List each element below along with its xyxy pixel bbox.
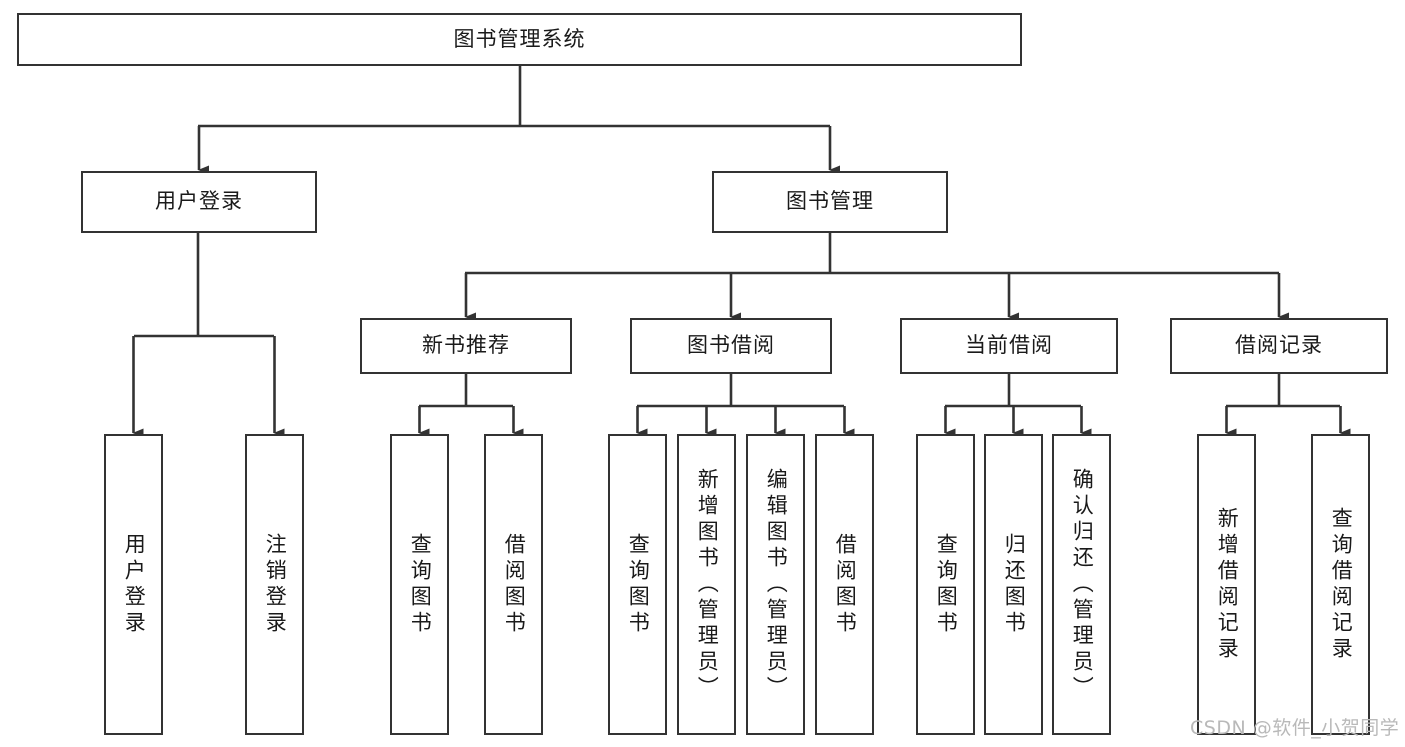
node-root[interactable]: 图书管理系统: [17, 13, 1022, 66]
node-new-book-recommend[interactable]: 新书推荐: [360, 318, 572, 374]
node-leaf-logout[interactable]: 注销登录: [245, 434, 304, 735]
node-label: 归还图书: [1002, 532, 1027, 637]
node-leaf-user-login[interactable]: 用户登录: [104, 434, 163, 735]
node-label: 新书推荐: [422, 333, 510, 358]
node-label: 用户登录: [155, 189, 243, 214]
node-label: 新增借阅记录: [1215, 506, 1240, 663]
node-label: 借阅记录: [1235, 333, 1323, 358]
node-user-login[interactable]: 用户登录: [81, 171, 317, 233]
node-leaf-query-book-current[interactable]: 查询图书: [916, 434, 975, 735]
node-leaf-return-book[interactable]: 归还图书: [984, 434, 1043, 735]
node-label: 查询借阅记录: [1329, 506, 1354, 663]
node-label: 注销登录: [263, 532, 288, 637]
node-label: 当前借阅: [965, 333, 1053, 358]
node-leaf-add-book-admin[interactable]: 新增图书（管理员）: [677, 434, 736, 735]
node-label: 确认归还（管理员）: [1070, 467, 1095, 702]
csdn-watermark: CSDN @软件_小贺同学: [1190, 717, 1400, 739]
node-leaf-add-borrow-record[interactable]: 新增借阅记录: [1197, 434, 1256, 735]
node-book-management[interactable]: 图书管理: [712, 171, 948, 233]
node-label: 用户登录: [122, 532, 147, 637]
node-label: 查询图书: [934, 532, 959, 637]
node-leaf-query-borrow-record[interactable]: 查询借阅记录: [1311, 434, 1370, 735]
node-label: 新增图书（管理员）: [695, 467, 720, 702]
node-book-borrow[interactable]: 图书借阅: [630, 318, 832, 374]
node-label: 借阅图书: [502, 532, 527, 637]
node-current-borrow[interactable]: 当前借阅: [900, 318, 1118, 374]
node-label: 图书借阅: [687, 333, 775, 358]
node-label: 借阅图书: [833, 532, 858, 637]
node-label: 查询图书: [408, 532, 433, 637]
node-label: 编辑图书（管理员）: [764, 467, 789, 702]
node-leaf-edit-book-admin[interactable]: 编辑图书（管理员）: [746, 434, 805, 735]
node-leaf-query-book-recommend[interactable]: 查询图书: [390, 434, 449, 735]
node-leaf-borrow-book-recommend[interactable]: 借阅图书: [484, 434, 543, 735]
node-leaf-query-book-borrow[interactable]: 查询图书: [608, 434, 667, 735]
node-label: 图书管理系统: [453, 26, 586, 51]
node-label: 查询图书: [626, 532, 651, 637]
node-label: 图书管理: [786, 189, 874, 214]
node-leaf-confirm-return-admin[interactable]: 确认归还（管理员）: [1052, 434, 1111, 735]
node-borrow-record[interactable]: 借阅记录: [1170, 318, 1388, 374]
node-leaf-borrow-book[interactable]: 借阅图书: [815, 434, 874, 735]
